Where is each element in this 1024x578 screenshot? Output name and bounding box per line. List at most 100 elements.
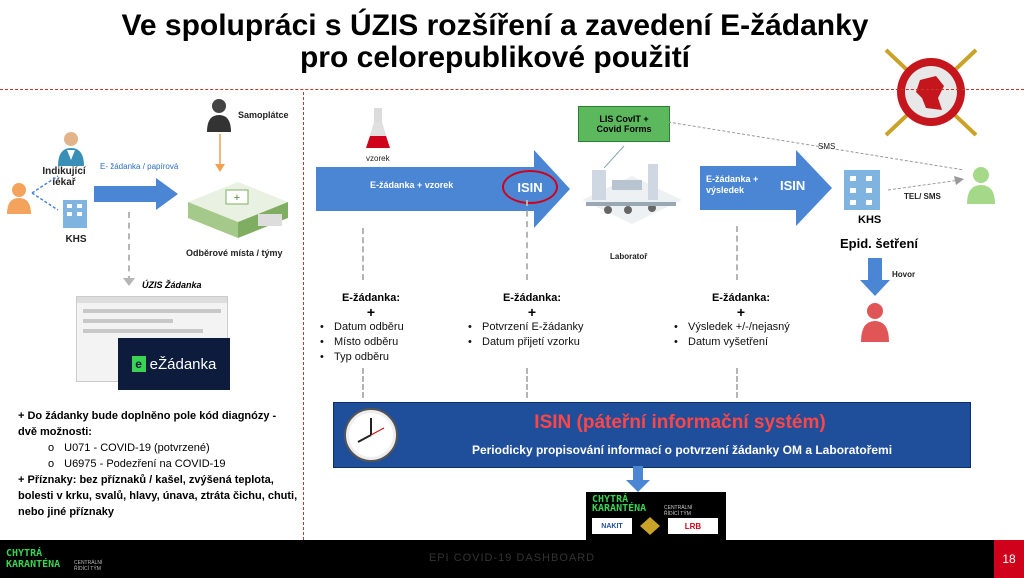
column-plus: + (736, 304, 746, 320)
option-text: U6975 - Podezření na COVID-19 (64, 458, 226, 470)
self-payer-arrow (215, 134, 225, 172)
column-collection: E-žádanka: + Datum odběru Místo odběru T… (316, 292, 426, 365)
clock-icon (344, 408, 398, 462)
connector-3 (736, 226, 738, 280)
column-list: Výsledek +/-/nejasný Datum vyšetření (666, 320, 816, 350)
connector-1 (362, 228, 364, 280)
list-item: Výsledek +/-/nejasný (674, 320, 816, 335)
column-title: E-žádanka: (341, 292, 401, 304)
result-arrow (700, 150, 832, 226)
hovor-label: Hovor (892, 270, 916, 279)
section-divider (303, 92, 304, 540)
logo-line-1: CHYTRÁ (592, 494, 629, 505)
column-result: E-žádanka: + Výsledek +/-/nejasný Datum … (666, 292, 816, 350)
laboratory-label: Laboratoř (610, 252, 648, 261)
header-divider (0, 89, 1024, 90)
list-item: Datum vyšetření (674, 335, 816, 350)
uzis-connector-head (123, 278, 135, 286)
page-number: 18 (994, 540, 1024, 578)
person-red-icon (861, 303, 889, 342)
doctor-icon (58, 132, 84, 166)
sms-label: SMS (818, 142, 836, 151)
option-text: U071 - COVID-19 (potvrzené) (64, 442, 210, 454)
list-item: Datum odběru (320, 320, 426, 335)
ezadanka-mark-icon: e (131, 356, 146, 372)
notes-line-2: + Příznaky: bez příznaků / kašel, zvýšen… (18, 474, 298, 518)
request-sample-arrow (316, 150, 570, 228)
list-item: Datum přijetí vzorku (468, 335, 602, 350)
column-confirmation: E-žádanka: + Potvrzení E-žádanky Datum p… (462, 292, 602, 350)
footer-logo-side: CENTRÁLNÍ ŘÍDÍCÍ TÝM (74, 560, 103, 572)
column-plus: + (527, 304, 537, 320)
footer-bar (0, 540, 1024, 578)
isin-badge-2: ISIN (780, 178, 806, 193)
list-item: Potvrzení E-žádanky (468, 320, 602, 335)
connector-4 (362, 368, 364, 398)
lrb-logo: LRB (668, 518, 718, 534)
diagnosis-notes: + Do žádanky bude doplněno pole kód diag… (18, 408, 298, 520)
tel-sms-line (888, 176, 964, 191)
list-item: Místo odběru (320, 335, 426, 350)
title-line-1: Ve spolupráci s ÚZIS rozšíření a zaveden… (121, 9, 869, 42)
footer-title: EPI COVID-19 DASHBOARD (428, 552, 596, 564)
isin-system-subtitle: Periodicky propisování informací o potvr… (471, 443, 893, 457)
logo-line-2: KARANTÉNA (592, 503, 647, 514)
citizen-icon (967, 167, 995, 204)
doctor-label: Indikující lékař (42, 166, 86, 188)
column-title: E-žádanka: (502, 292, 562, 304)
khs-label: KHS (65, 234, 87, 245)
nakit-logo: NAKIT (592, 518, 632, 534)
logo-side: CENTRÁLNÍ ŘÍDÍCÍ TÝM (664, 505, 693, 517)
connector-5 (526, 368, 528, 398)
epid-label: Epid. šetření (840, 236, 919, 251)
lis-connector (603, 145, 625, 169)
notes-line-1: + Do žádanky bude doplněno pole kód diag… (18, 410, 277, 438)
epid-arrow (860, 258, 890, 296)
column-title: E-žádanka: (711, 292, 771, 304)
request-sample-arrow-label: E-žádanka + vzorek (370, 180, 454, 190)
sample-label: vzorek (366, 154, 390, 163)
request-arrow (94, 178, 178, 210)
isin-system-title: ISIN (páteřní informační systém) (534, 412, 826, 433)
uzis-connector (128, 212, 130, 282)
result-arrow-label: E-žádanka + výsledek (706, 174, 759, 195)
title-line-2: pro celorepublikové použití (299, 41, 691, 74)
lis-box: LIS CovIT + Covid Forms (578, 106, 670, 142)
connector-6 (736, 368, 738, 398)
self-payer-icon (207, 99, 231, 132)
list-item: Typ odběru (320, 350, 426, 365)
patient-icon (7, 183, 31, 214)
army-emblem-icon (884, 48, 978, 137)
column-list: Potvrzení E-žádanky Datum přijetí vzorku (462, 320, 602, 350)
chytra-karantena-logo: CHYTRÁ KARANTÉNA CENTRÁLNÍ ŘÍDÍCÍ TÝM NA… (586, 492, 726, 540)
laboratory-icon (582, 164, 682, 224)
footer-logo-line-2: KARANTÉNA (6, 559, 61, 570)
page-title: Ve spolupráci s ÚZIS rozšíření a zaveden… (80, 10, 910, 74)
self-payer-label: Samoplátce (238, 110, 289, 120)
dashed-connector (31, 175, 59, 211)
army-badge-icon (640, 517, 660, 535)
footer-logo-line-1: CHYTRÁ (6, 548, 43, 559)
footer-logo: CHYTRÁ KARANTÉNA (6, 548, 60, 570)
ezadanka-logo-text: eŽádanka (149, 355, 217, 373)
khs-label-right: KHS (858, 214, 882, 226)
collection-site-icon: + (188, 182, 288, 238)
down-arrow (626, 466, 650, 492)
sample-flask-icon (366, 108, 390, 148)
uzis-label: ÚZIS Žádanka (142, 280, 202, 290)
svg-text:+: + (234, 192, 240, 204)
isin-system-box (333, 402, 971, 468)
lis-box-text: LIS CovIT + Covid Forms (596, 114, 652, 134)
khs-building-icon-right (844, 170, 880, 210)
isin-badge-1-text: ISIN (517, 179, 543, 195)
ezadanka-logo: e eŽádanka (118, 338, 230, 390)
isin-badge-1: ISIN (502, 170, 558, 204)
khs-building-icon (63, 200, 87, 228)
tel-sms-label: TEL/ SMS (904, 192, 941, 201)
collection-site-label: Odběrové místa / týmy (186, 248, 283, 258)
connector-2 (526, 200, 528, 280)
column-plus: + (366, 304, 376, 320)
